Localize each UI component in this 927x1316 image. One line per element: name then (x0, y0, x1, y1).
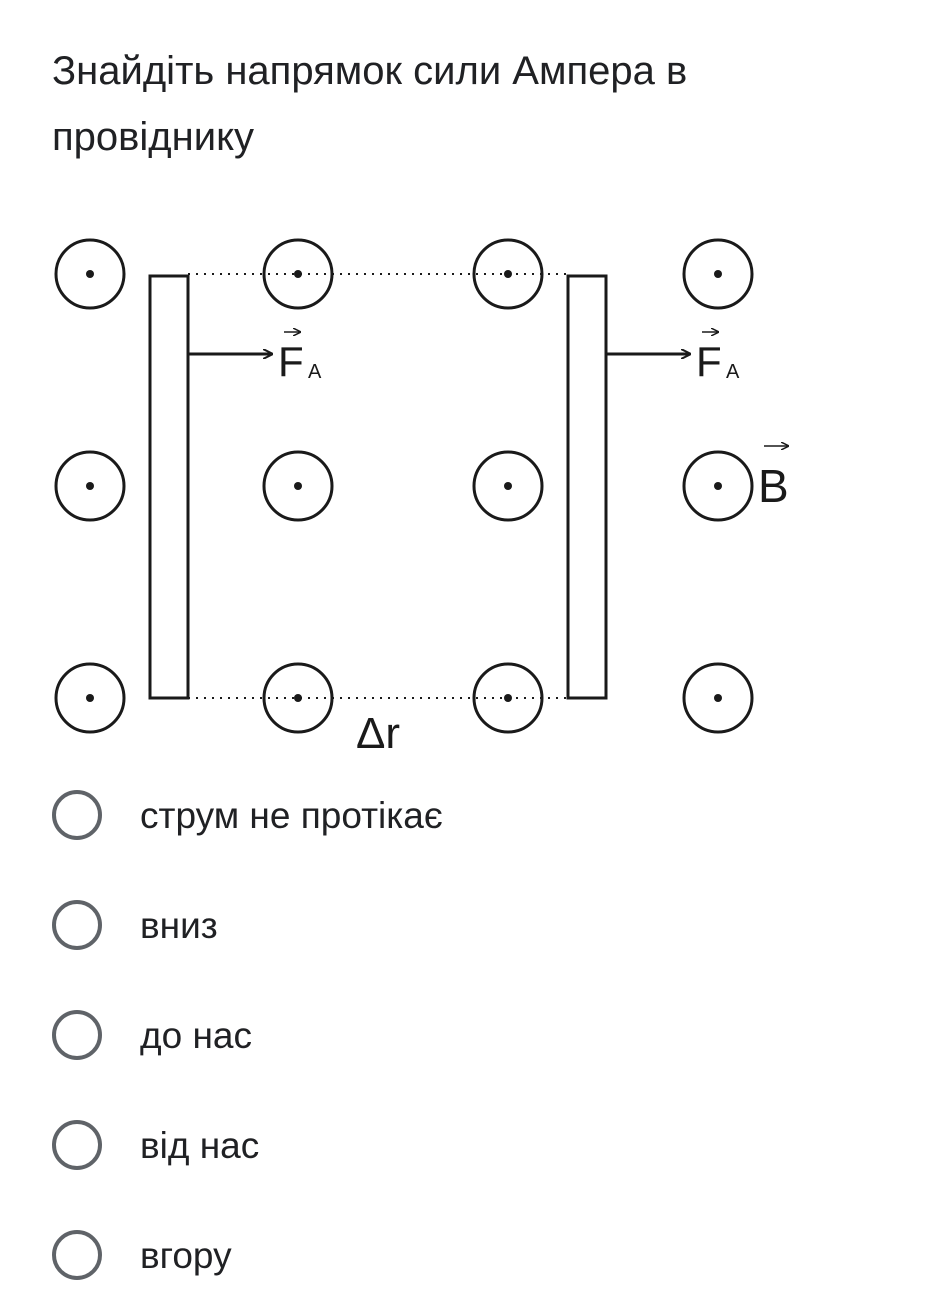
option-label: струм не протікає (140, 795, 443, 836)
force-left-subscript: A (308, 361, 322, 383)
radio-button-icon[interactable] (52, 900, 102, 950)
option-down[interactable]: вниз (0, 872, 927, 982)
field-label: B (758, 460, 789, 512)
option-label: до нас (140, 1015, 252, 1056)
option-no-current[interactable]: струм не протікає (0, 762, 927, 872)
option-label: вгору (140, 1235, 232, 1276)
radio-button-icon[interactable] (52, 1010, 102, 1060)
option-away-from-us[interactable]: від нас (0, 1092, 927, 1202)
delta-r-label: Δr (356, 709, 400, 754)
conductor-left (148, 274, 190, 700)
option-label: вниз (140, 905, 218, 946)
radio-button-icon[interactable] (52, 790, 102, 840)
option-up[interactable]: вгору (0, 1202, 927, 1312)
force-right-subscript: A (726, 361, 740, 383)
option-label: від нас (140, 1125, 260, 1166)
force-right-label: F (696, 338, 722, 385)
field-out-icon (54, 238, 754, 734)
radio-button-icon[interactable] (52, 1230, 102, 1280)
question-title: Знайдіть напрямок сили Ампера в провідни… (52, 49, 688, 159)
force-left-label: F (278, 338, 304, 385)
field-dots (86, 270, 722, 702)
option-toward-us[interactable]: до нас (0, 982, 927, 1092)
conductor-right (566, 274, 608, 700)
radio-button-icon[interactable] (52, 1120, 102, 1170)
physics-diagram: F A F A B Δr (50, 236, 802, 754)
